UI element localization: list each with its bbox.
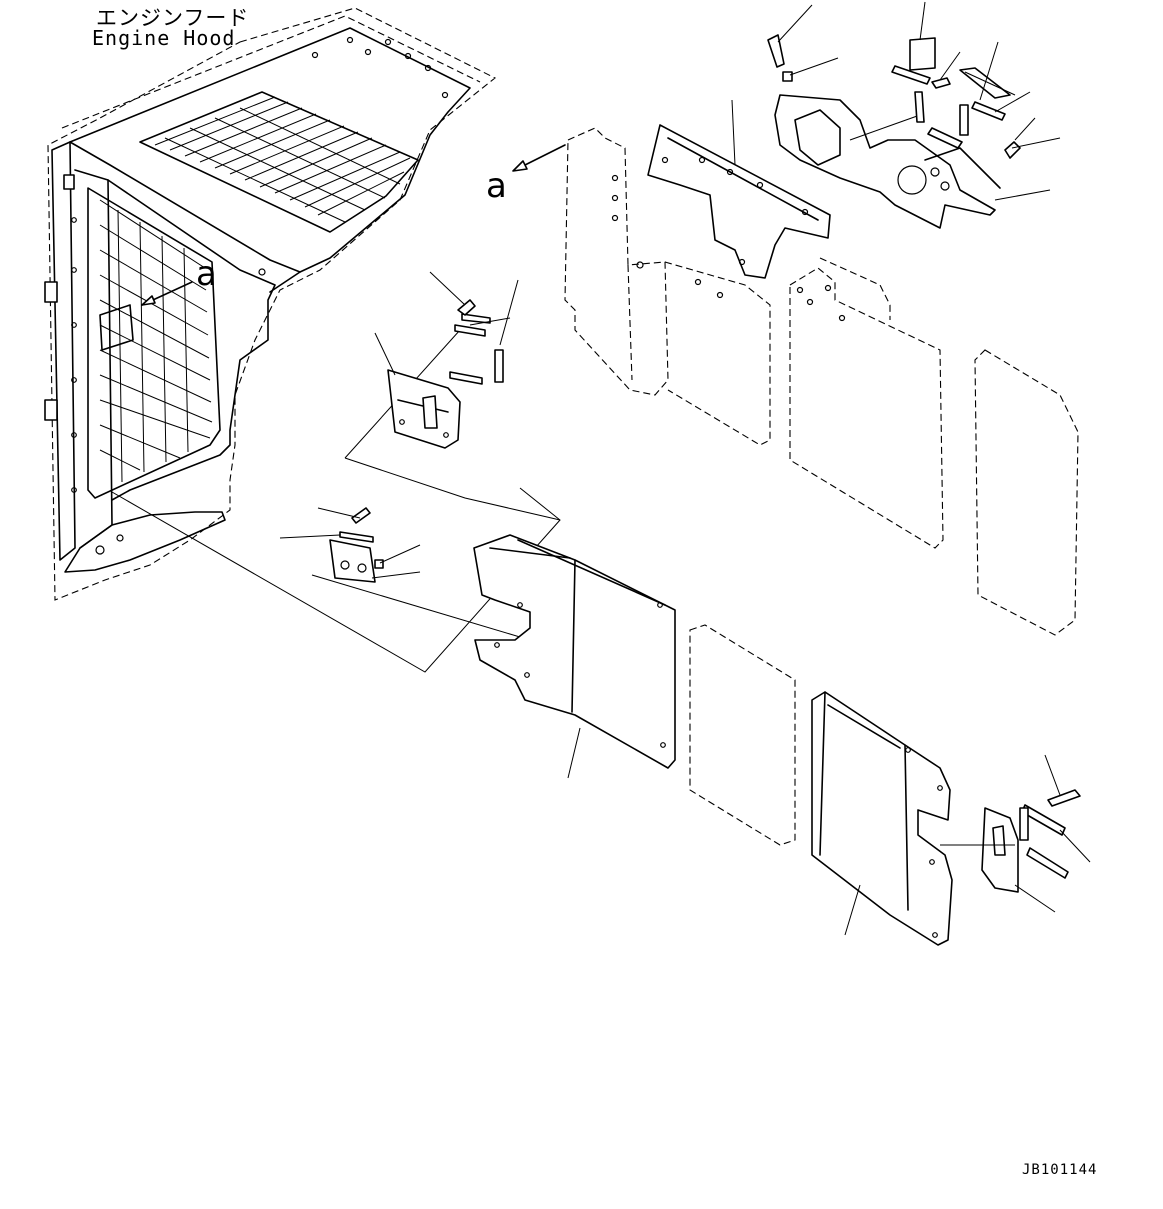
top-right-hardware bbox=[767, 1, 1061, 159]
middle-panel-holes bbox=[796, 284, 846, 322]
lower-bent-panel-rear-holes bbox=[905, 747, 943, 938]
assembly-leader-lines bbox=[111, 329, 561, 673]
lower-bent-panel-front-holes bbox=[494, 602, 666, 748]
lower-bent-panel-rear bbox=[811, 691, 953, 946]
engine-hood-assembly bbox=[44, 7, 497, 601]
engine-hood-label-en: Engine Hood bbox=[92, 26, 236, 50]
side-bolt-holes bbox=[71, 217, 266, 555]
side-grille-door bbox=[87, 187, 221, 499]
lower-right-hardware bbox=[940, 754, 1091, 913]
seal-plate-left-holes bbox=[661, 156, 809, 266]
seal-plate-left bbox=[647, 99, 831, 279]
drawing-number: JB101144 bbox=[1022, 1162, 1098, 1178]
lower-bent-panel-front bbox=[473, 534, 676, 779]
top-bolt-holes bbox=[311, 36, 449, 99]
view-a-marker-detail: a bbox=[486, 166, 507, 206]
seal-plate-right bbox=[774, 94, 1051, 229]
left-panel-holes bbox=[611, 174, 724, 299]
small-bracket-plate bbox=[374, 271, 519, 449]
lower-dashed-panel bbox=[689, 624, 796, 846]
view-a-panels bbox=[564, 127, 1079, 636]
latch-plate bbox=[279, 507, 421, 583]
door-hinges bbox=[44, 174, 75, 421]
engine-hood-label-jp: エンジンフード bbox=[96, 6, 250, 30]
top-grille bbox=[139, 91, 419, 233]
arrow-a-detail bbox=[512, 144, 566, 172]
